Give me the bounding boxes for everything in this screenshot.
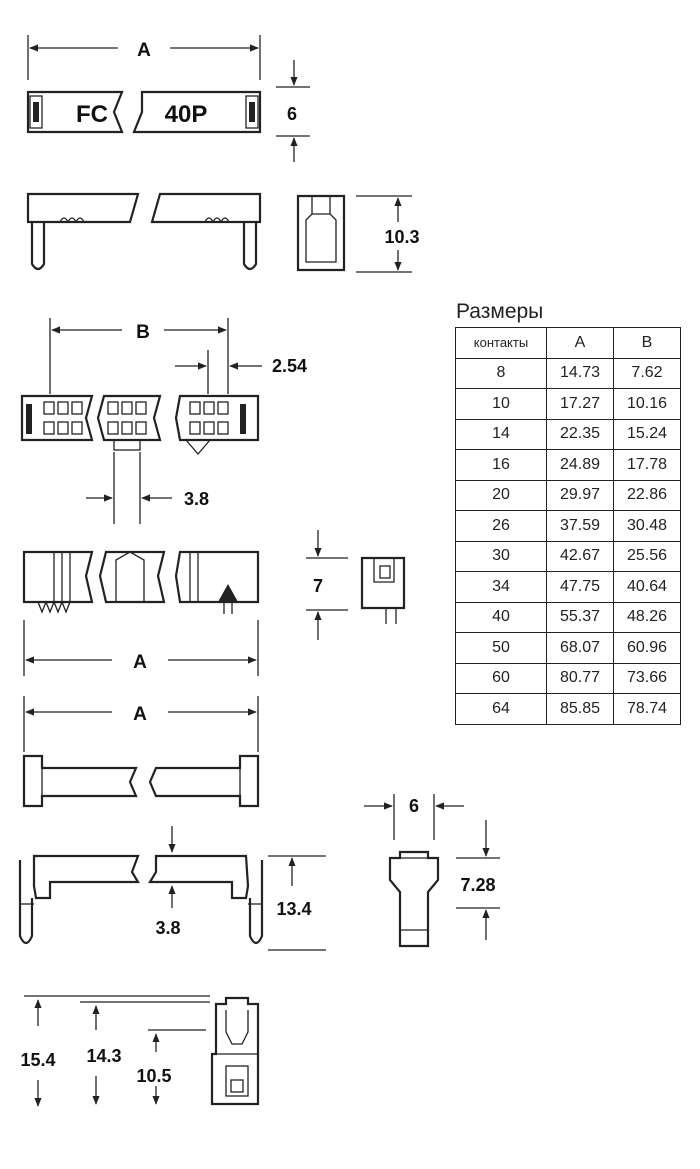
dim-a-label-mid1: A <box>133 652 147 673</box>
table-cell: 40.64 <box>613 571 681 603</box>
dim-6-right: 6 <box>409 796 419 816</box>
table-cell: 29.97 <box>546 479 614 511</box>
table-cell: 60.96 <box>613 632 681 664</box>
table-cell: 20 <box>455 479 547 511</box>
table-cell: 7.62 <box>613 357 681 389</box>
dim-3-8-mid: 3.8 <box>184 489 209 509</box>
table-cell: 30 <box>455 540 547 572</box>
table-cell: 25.56 <box>613 540 681 572</box>
table-cell: 16 <box>455 449 547 481</box>
table-cell: 78.74 <box>613 693 681 725</box>
profile-view: 15.4 14.3 10.5 <box>20 995 260 1107</box>
fc-label: FC <box>76 101 108 128</box>
table-cell: 68.07 <box>546 632 614 664</box>
table-header-cell: контакты <box>455 327 547 359</box>
top-view: A FC 40P 6 <box>26 35 310 162</box>
bottom-view: A 7 <box>22 530 406 676</box>
dim-7-28: 7.28 <box>460 875 495 895</box>
table-cell: 22.35 <box>546 418 614 450</box>
side-view: 10.3 <box>26 192 420 273</box>
table-cell: 80.77 <box>546 662 614 694</box>
dim-b-label: B <box>136 322 150 343</box>
table-cell: 22.86 <box>613 479 681 511</box>
table-cell: 37.59 <box>546 510 614 542</box>
table-title: Размеры <box>456 300 544 323</box>
table-header-cell: A <box>546 327 614 359</box>
table-cell: 26 <box>455 510 547 542</box>
table-cell: 60 <box>455 662 547 694</box>
table-cell: 17.78 <box>613 449 681 481</box>
table-cell: 55.37 <box>546 601 614 633</box>
dim-13-4: 13.4 <box>276 899 311 919</box>
dim-3-8-bottom: 3.8 <box>155 918 180 938</box>
table-cell: 85.85 <box>546 693 614 725</box>
table-cell: 30.48 <box>613 510 681 542</box>
dim-6-top: 6 <box>287 104 297 124</box>
table-cell: 10.16 <box>613 388 681 420</box>
dim-10-3: 10.3 <box>384 227 419 247</box>
table-cell: 42.67 <box>546 540 614 572</box>
front-view: B 2.54 3.8 <box>20 318 307 524</box>
small-part-view: 6 7.28 <box>364 794 500 948</box>
40p-label: 40P <box>165 101 208 128</box>
top-dim-a-label: A <box>137 40 151 61</box>
table-cell: 8 <box>455 357 547 389</box>
table-cell: 50 <box>455 632 547 664</box>
table-cell: 47.75 <box>546 571 614 603</box>
long-side-view: A <box>22 696 260 808</box>
dim-7: 7 <box>313 576 323 596</box>
table-cell: 48.26 <box>613 601 681 633</box>
table-cell: 17.27 <box>546 388 614 420</box>
dim-14-3: 14.3 <box>86 1046 121 1066</box>
table-header-cell: B <box>613 327 681 359</box>
dim-10-5: 10.5 <box>136 1066 171 1086</box>
table-cell: 15.24 <box>613 418 681 450</box>
table-cell: 34 <box>455 571 547 603</box>
dim-2-54: 2.54 <box>272 356 307 376</box>
table-cell: 14.73 <box>546 357 614 389</box>
table-cell: 24.89 <box>546 449 614 481</box>
dim-15-4: 15.4 <box>20 1050 55 1070</box>
table-cell: 73.66 <box>613 662 681 694</box>
table-cell: 10 <box>455 388 547 420</box>
latch-side-view: 3.8 13.4 <box>18 826 326 951</box>
table-cell: 14 <box>455 418 547 450</box>
dim-a-label-mid2: A <box>133 704 147 725</box>
table-cell: 64 <box>455 693 547 725</box>
table-cell: 40 <box>455 601 547 633</box>
